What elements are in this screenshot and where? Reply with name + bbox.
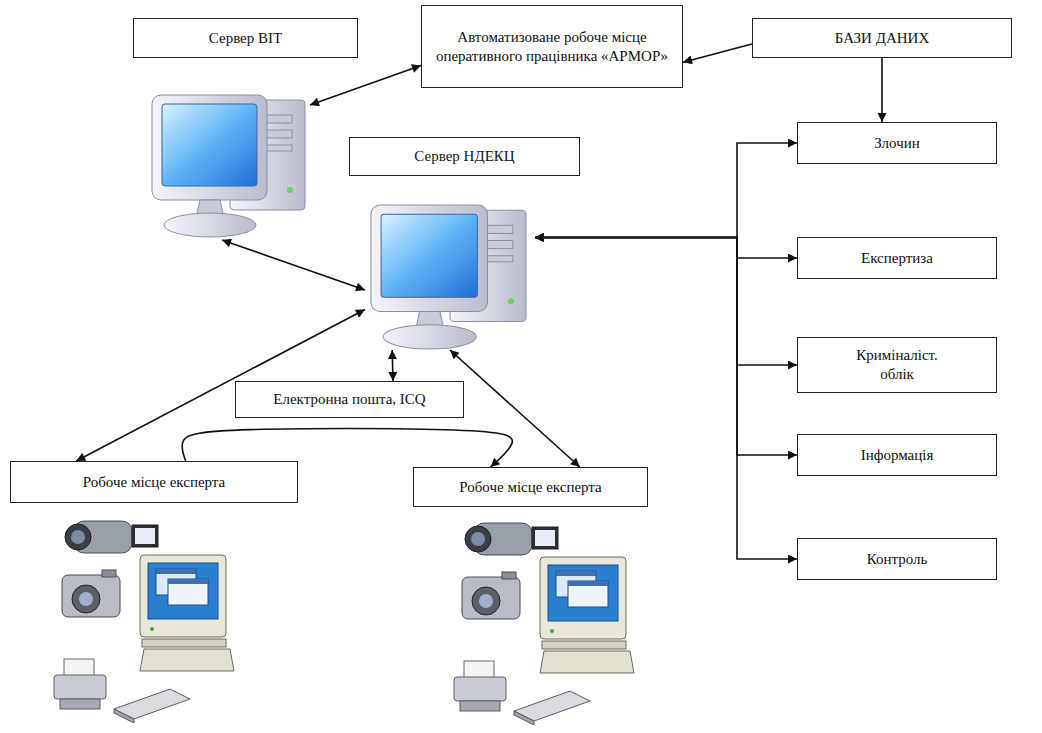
- database-box: Злочин: [797, 122, 997, 164]
- database-box: Експертиза: [797, 237, 997, 279]
- database-box: Контроль: [797, 538, 997, 580]
- connector-arrow: [881, 58, 883, 122]
- connector-arrow: [683, 44, 752, 62]
- database-box: БАЗИ ДАНИХ: [752, 18, 1012, 58]
- server-computer: [152, 95, 305, 237]
- database-box: Криміналіст. облік: [797, 337, 997, 393]
- box-label: Експертиза: [861, 249, 933, 268]
- database-box: Інформація: [797, 434, 997, 476]
- expert-workstation-box: Робоче місце експерта: [10, 461, 298, 503]
- server-node: Сервер ВІТ: [150, 90, 310, 240]
- server-node: Сервер НДЕКЦ: [365, 200, 535, 350]
- box-label: Інформація: [861, 446, 934, 465]
- box-label: Криміналіст. облік: [842, 346, 952, 384]
- box-label: Автоматизоване робоче місце оперативного…: [430, 28, 674, 66]
- workstation-box: Автоматизоване робоче місце оперативного…: [421, 5, 683, 88]
- box-label: Контроль: [867, 550, 928, 569]
- connector-arrow: [310, 66, 421, 105]
- channel-box: Електронна пошта, ICQ: [235, 381, 464, 418]
- box-label: Робоче місце експерта: [83, 473, 226, 492]
- connector-arrow: [391, 350, 393, 381]
- connector-arrow: [450, 350, 580, 467]
- server-label: Сервер НДЕКЦ: [349, 137, 580, 176]
- connector-arrow: [535, 238, 797, 456]
- connector-arrow: [222, 240, 365, 290]
- workstation-equipment: [54, 521, 234, 723]
- box-label: Робоче місце експерта: [459, 478, 602, 497]
- server-computer: [371, 205, 526, 349]
- expert-workstation-box: Робоче місце експерта: [413, 467, 648, 507]
- box-label: Електронна пошта, ICQ: [273, 390, 425, 409]
- box-label: БАЗИ ДАНИХ: [835, 29, 930, 48]
- box-label: Злочин: [874, 134, 920, 153]
- connector-arrow: [535, 238, 797, 259]
- connector-arrow: [535, 238, 797, 560]
- workstation-equipment: [454, 523, 634, 725]
- connector-arrow: [535, 238, 797, 366]
- server-label: Сервер ВІТ: [133, 18, 358, 58]
